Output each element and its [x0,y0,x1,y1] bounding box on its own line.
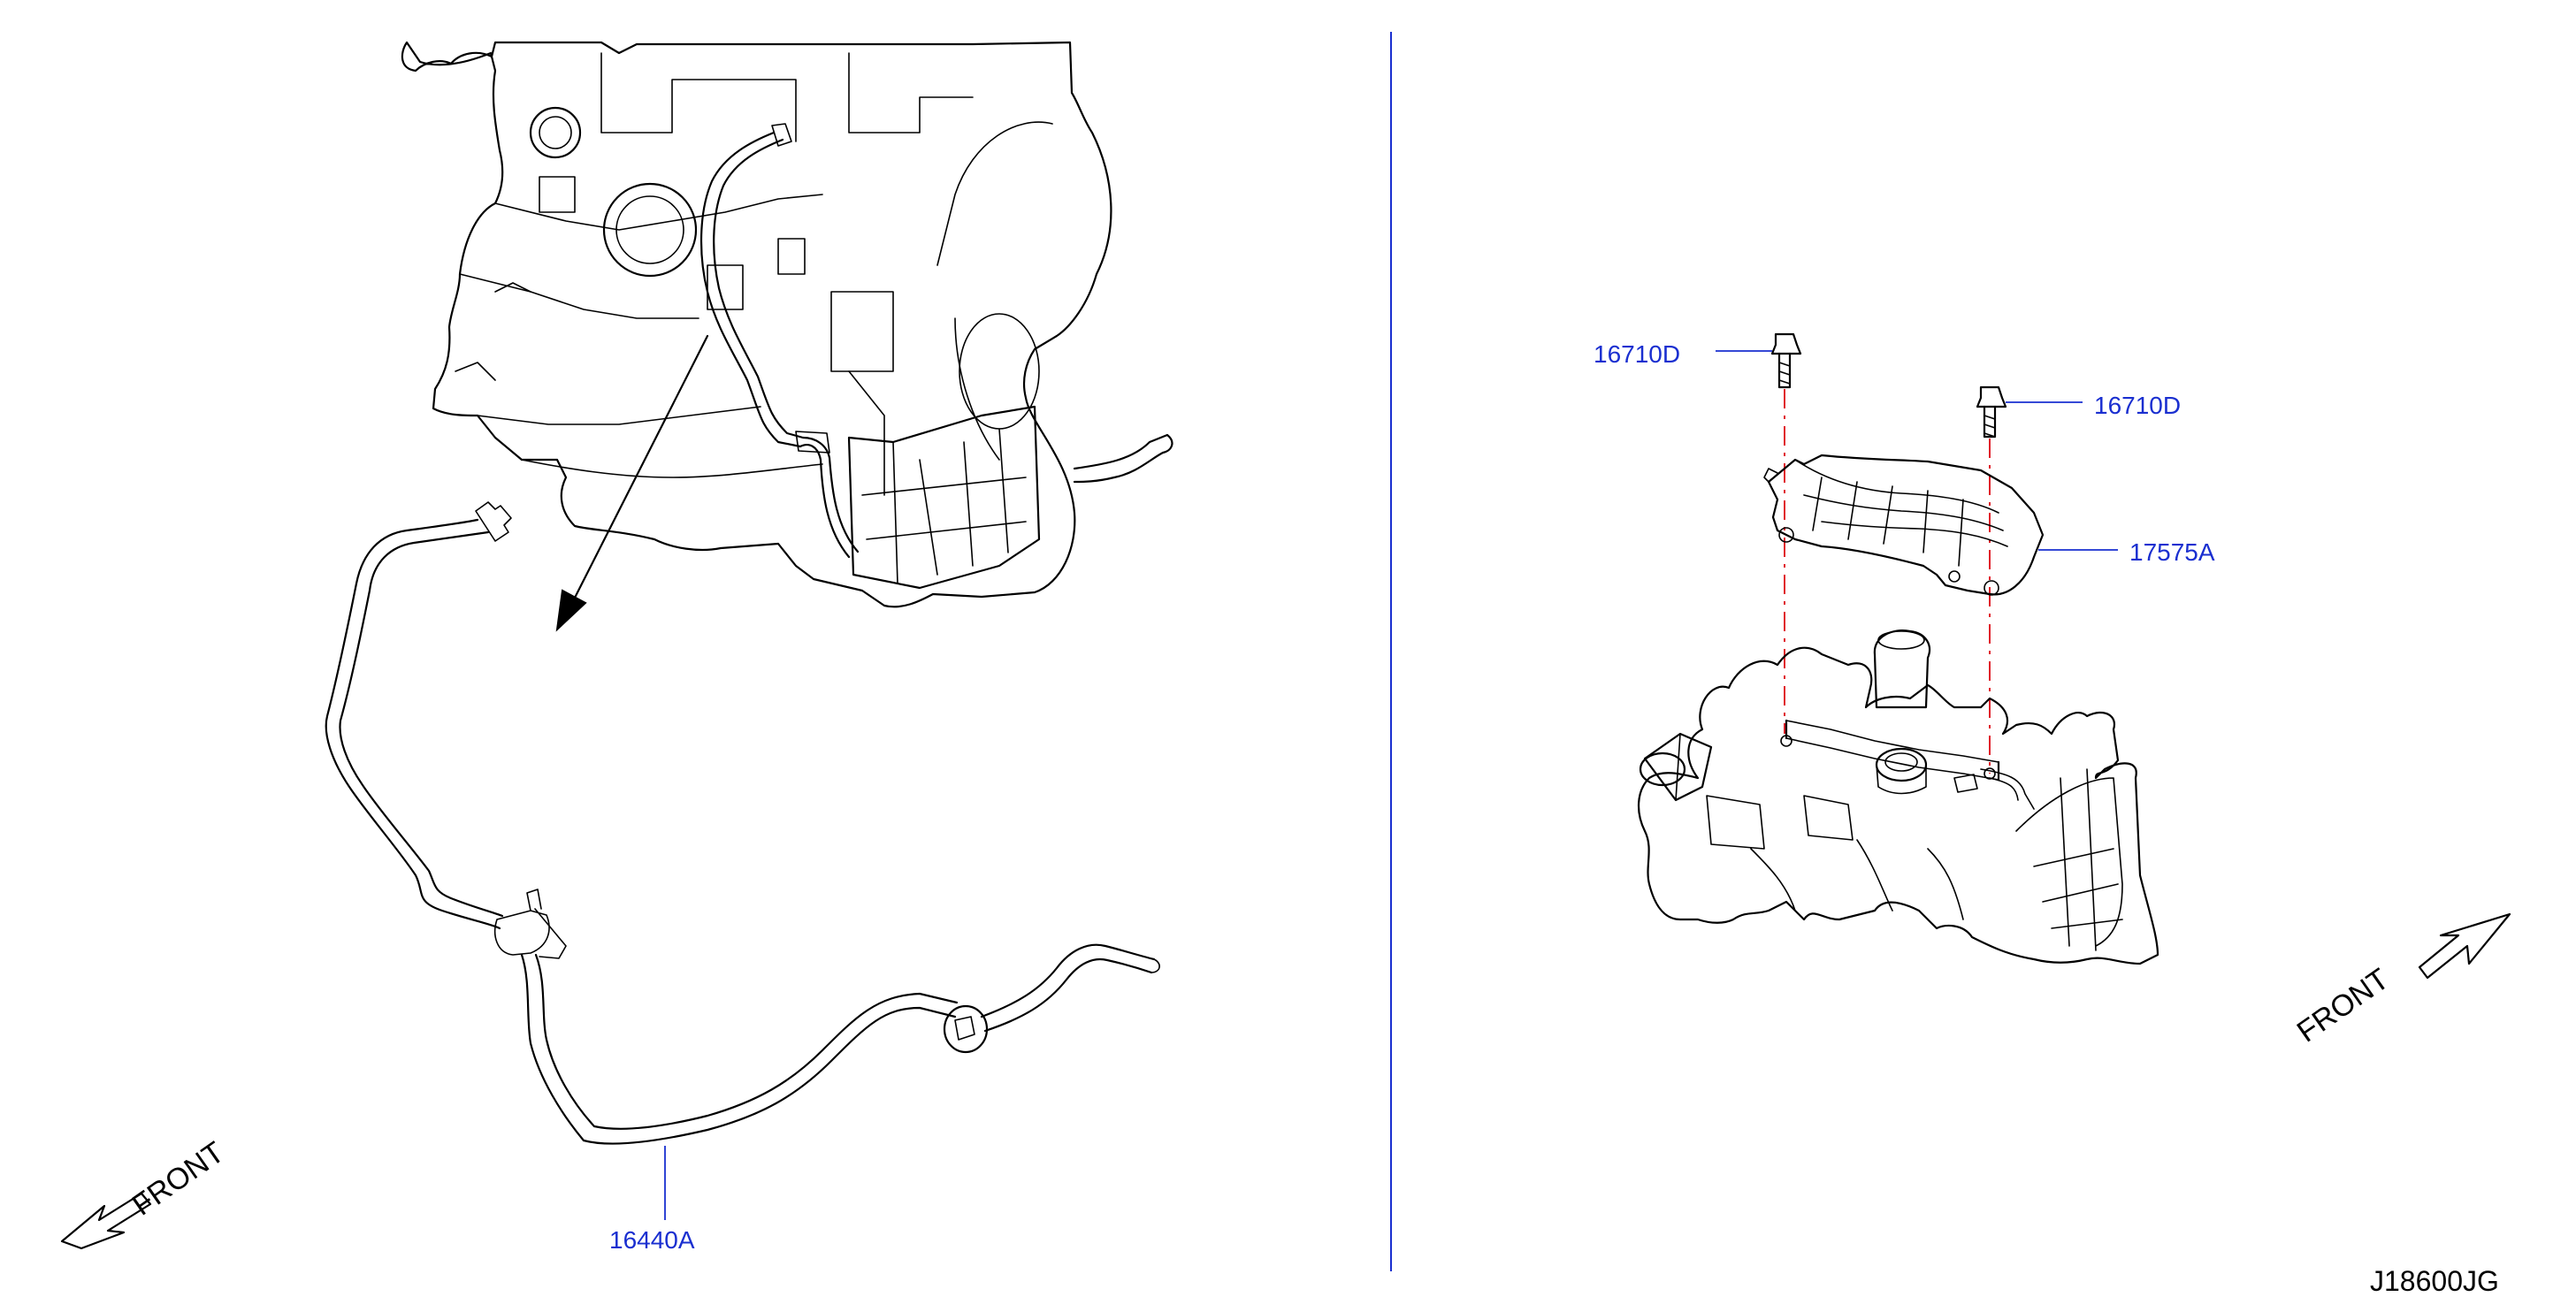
front-arrow-right-icon [2418,912,2511,980]
drawing-code: J18600JG [2370,1265,2499,1297]
bolt-16710d-left [1716,332,1802,389]
cover-17575a [1763,454,2118,596]
direction-arrow [555,334,709,632]
bolt-16710d-right [1976,385,2083,439]
front-arrow-left-icon [60,1192,152,1250]
part-label-bolt-right: 16710D [2094,392,2181,419]
part-label-cover: 17575A [2129,538,2215,566]
hose-16440a [325,501,1160,1220]
part-label-hose: 16440A [609,1226,695,1254]
engine-right [1637,629,2159,965]
engine-block-left [401,41,1173,608]
front-label-right: FRONT [2291,962,2396,1049]
front-label-left: FRONT [126,1135,231,1222]
part-label-bolt-left: 16710D [1594,340,1680,368]
